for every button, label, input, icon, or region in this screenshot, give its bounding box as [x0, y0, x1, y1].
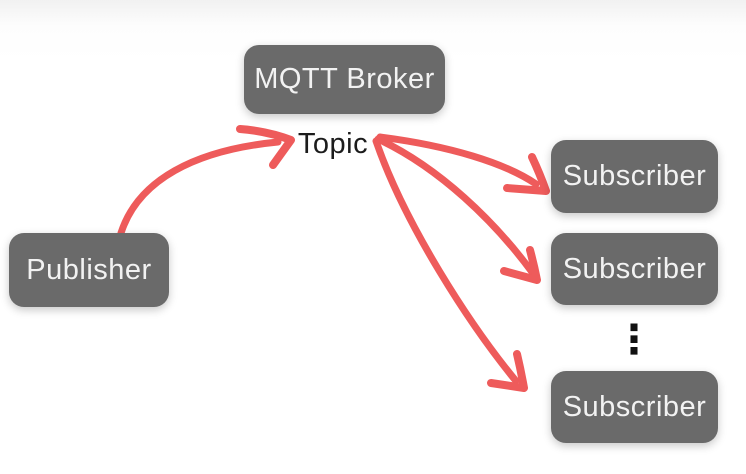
arrow-topic-to-subscriber-1: [376, 133, 550, 195]
arrow-publisher-to-topic: [117, 125, 295, 237]
subscriber-node-2: Subscriber: [551, 233, 718, 305]
publisher-label: Publisher: [26, 253, 152, 286]
arrow-topic-to-subscriber-2: [374, 135, 541, 284]
more-subscribers-ellipsis: ⋮: [614, 317, 654, 363]
broker-node: MQTT Broker: [244, 45, 445, 114]
publisher-node: Publisher: [9, 233, 169, 307]
subscriber-label: Subscriber: [562, 390, 707, 423]
subscriber-label: Subscriber: [562, 160, 707, 192]
broker-label: MQTT Broker: [254, 63, 435, 95]
subscriber-label: Subscriber: [562, 252, 707, 285]
subscriber-node-1: Subscriber: [551, 140, 718, 213]
arrow-topic-to-subscriber-3: [372, 137, 528, 392]
topic-label: Topic: [297, 128, 369, 160]
subscriber-node-3: Subscriber: [551, 371, 718, 443]
